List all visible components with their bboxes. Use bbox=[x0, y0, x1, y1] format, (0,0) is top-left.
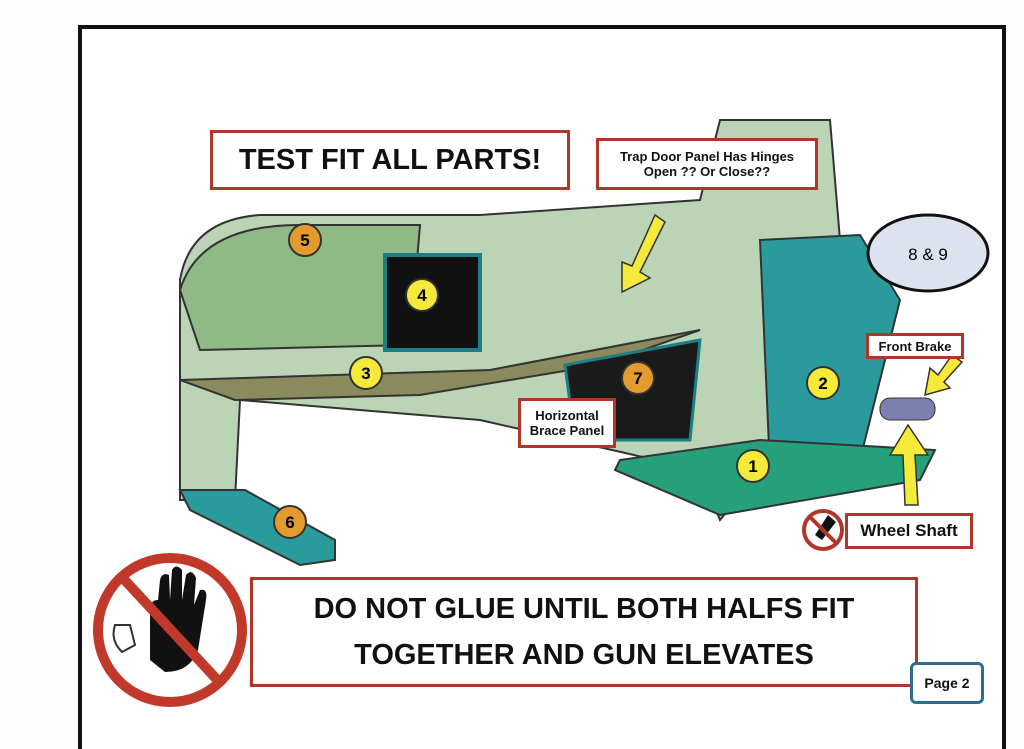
front-brake-callout: Front Brake bbox=[866, 333, 964, 359]
trap-door-line2: Open ?? Or Close?? bbox=[643, 164, 771, 179]
part-1-label: 1 bbox=[748, 457, 757, 476]
part-3-label: 3 bbox=[361, 364, 370, 383]
parts-8-9-ellipse bbox=[866, 213, 990, 293]
horizontal-line1: Horizontal bbox=[535, 408, 599, 423]
part-1-marker bbox=[736, 449, 770, 483]
page-number: Page 2 bbox=[910, 662, 984, 704]
part-2-marker bbox=[806, 366, 840, 400]
part-3-marker bbox=[349, 356, 383, 390]
no-glue-icon bbox=[802, 509, 844, 551]
part-2-label: 2 bbox=[818, 374, 827, 393]
horizontal-brace-callout: Horizontal Brace Panel bbox=[518, 398, 616, 448]
title-banner: TEST FIT ALL PARTS! bbox=[210, 130, 570, 190]
part-5-marker bbox=[288, 223, 322, 257]
gun-carriage-diagram: 1 2 3 4 5 6 7 8 & 9 bbox=[93, 119, 990, 707]
parts-8-9-label: 8 & 9 bbox=[908, 245, 948, 264]
part-6-label: 6 bbox=[285, 513, 294, 532]
wheel-shaft-callout: Wheel Shaft bbox=[845, 513, 973, 549]
part-7-label: 7 bbox=[633, 369, 642, 388]
part-5-label: 5 bbox=[300, 231, 309, 250]
stop-hand-icon bbox=[93, 553, 247, 707]
part-7-marker bbox=[621, 361, 655, 395]
trap-door-callout: Trap Door Panel Has Hinges Open ?? Or Cl… bbox=[596, 138, 818, 190]
horizontal-line2: Brace Panel bbox=[529, 423, 605, 438]
part-markers bbox=[273, 223, 840, 539]
trap-door-line1: Trap Door Panel Has Hinges bbox=[619, 149, 795, 164]
part-4-label: 4 bbox=[417, 286, 427, 305]
part-4-marker bbox=[405, 278, 439, 312]
warning-line2: TOGETHER AND GUN ELEVATES bbox=[354, 639, 814, 671]
part-6-marker bbox=[273, 505, 307, 539]
warning-line1: DO NOT GLUE UNTIL BOTH HALFS FIT bbox=[313, 592, 855, 625]
warning-banner: DO NOT GLUE UNTIL BOTH HALFS FIT TOGETHE… bbox=[250, 577, 918, 687]
